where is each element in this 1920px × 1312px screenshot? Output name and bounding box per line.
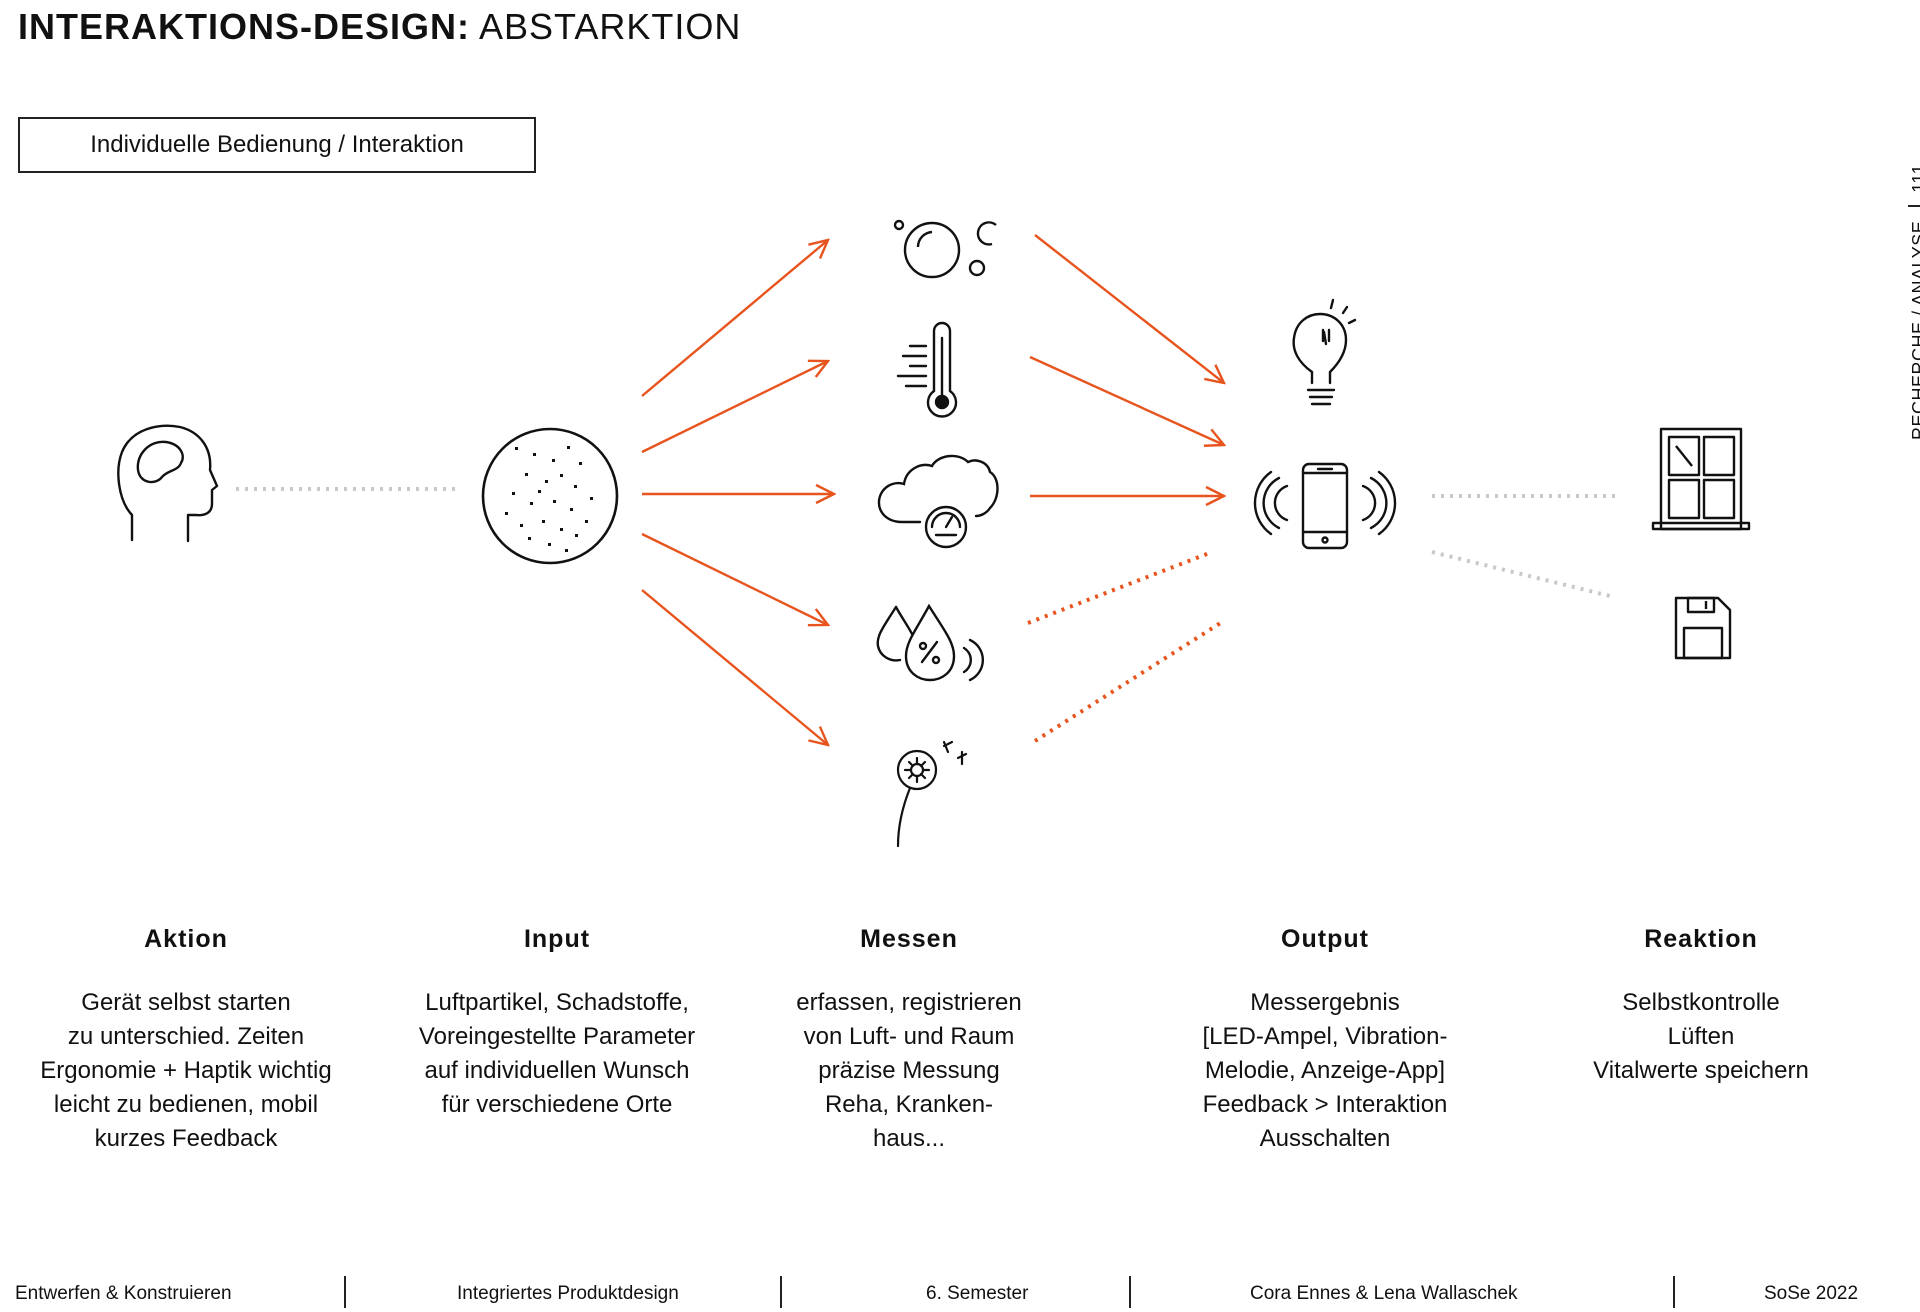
title-light: ABSTARKTION	[479, 6, 742, 47]
column-text: Gerät selbst starten zu unterschied. Zei…	[16, 986, 356, 1156]
column-output: Output Messergebnis [LED-Ampel, Vibratio…	[1155, 925, 1495, 1156]
thermometer-icon	[896, 321, 958, 418]
column-text: erfassen, registrieren von Luft- und Rau…	[739, 986, 1079, 1156]
text-line: Vitalwerte speichern	[1593, 1057, 1809, 1084]
cloud-gauge-icon	[877, 454, 999, 549]
text-line: Reha, Kranken-	[824, 1091, 994, 1118]
column-heading: Reaktion	[1644, 925, 1758, 953]
footer-divider	[780, 1276, 782, 1308]
column-text: Selbstkontrolle Lüften Vitalwerte speich…	[1531, 986, 1871, 1088]
footer-semester: 6. Semester	[926, 1283, 1029, 1304]
messen-arrows	[1029, 234, 1224, 496]
footer-course: Entwerfen & Konstruieren	[15, 1283, 232, 1304]
text-line: auf individuellen Wunsch	[424, 1057, 690, 1084]
light-bulb-icon	[1292, 298, 1357, 406]
reaktion-connectors	[1431, 494, 1615, 598]
bubbles-icon	[893, 219, 997, 279]
dotted-feedback-lines	[1027, 550, 1224, 743]
column-aktion: Aktion Gerät selbst starten zu unterschi…	[16, 925, 356, 1156]
page-title: INTERAKTIONS-DESIGN: ABSTARKTION	[18, 6, 741, 48]
footer-divider	[1129, 1276, 1131, 1308]
text-line: Ausschalten	[1259, 1125, 1391, 1152]
text-line: Melodie, Anzeige-App]	[1204, 1057, 1446, 1084]
section-label: RECHERCHE / ANALYSE	[1908, 220, 1920, 440]
text-line: zu unterschied. Zeiten	[67, 1023, 305, 1050]
footer-authors: Cora Ennes & Lena Wallaschek	[1250, 1283, 1518, 1304]
window-icon	[1651, 427, 1751, 531]
text-line: präzise Messung	[818, 1057, 1000, 1084]
text-line: von Luft- und Raum	[803, 1023, 1015, 1050]
text-line: kurzes Feedback	[94, 1125, 278, 1152]
page-number: 111	[1908, 163, 1920, 193]
column-text: Luftpartikel, Schadstoffe, Voreingestell…	[387, 986, 727, 1122]
title-bold: INTERAKTIONS-DESIGN:	[18, 6, 470, 47]
text-line: Selbstkontrolle	[1622, 989, 1780, 1016]
scope-box-label: Individuelle Bedienung / Interaktion	[90, 131, 464, 158]
footer-divider	[1673, 1276, 1675, 1308]
column-heading: Input	[523, 925, 591, 953]
vibrating-phone-icon	[1253, 462, 1397, 550]
input-arrows	[641, 240, 834, 745]
footer-divider	[344, 1276, 346, 1308]
footer-program: Integriertes Produktdesign	[457, 1283, 679, 1304]
column-reaktion: Reaktion Selbstkontrolle Lüften Vitalwer…	[1531, 925, 1871, 1088]
text-line: Feedback > Interaktion	[1202, 1091, 1448, 1118]
footer-term: SoSe 2022	[1764, 1283, 1859, 1304]
text-line: haus...	[872, 1125, 946, 1152]
text-line: Luftpartikel, Schadstoffe,	[425, 989, 689, 1016]
text-line: Messergebnis	[1250, 989, 1400, 1016]
column-messen: Messen erfassen, registrieren von Luft- …	[739, 925, 1079, 1156]
text-line: für verschiedene Orte	[441, 1091, 673, 1118]
text-line: Ergonomie + Haptik wichtig	[40, 1057, 332, 1084]
text-line: Lüften	[1667, 1023, 1735, 1050]
dandelion-icon	[896, 740, 968, 848]
text-line: Voreingestellte Parameter	[418, 1023, 696, 1050]
floppy-disk-icon	[1674, 596, 1732, 660]
text-line: [LED-Ampel, Vibration-	[1202, 1023, 1448, 1050]
text-line: erfassen, registrieren	[796, 989, 1022, 1016]
column-heading: Output	[1281, 925, 1369, 953]
column-input: Input Luftpartikel, Schadstoffe, Voreing…	[387, 925, 727, 1122]
side-label: RECHERCHE / ANALYSE 111	[1908, 164, 1920, 440]
column-heading: Messen	[860, 925, 958, 953]
head-brain-icon	[117, 424, 219, 543]
column-heading: Aktion	[144, 925, 228, 953]
column-text: Messergebnis [LED-Ampel, Vibration- Melo…	[1155, 986, 1495, 1156]
humidity-drops-icon	[876, 603, 984, 682]
scope-box: Individuelle Bedienung / Interaktion	[18, 117, 536, 173]
particle-circle-icon	[481, 427, 619, 565]
side-divider	[1908, 204, 1920, 207]
text-line: Gerät selbst starten	[81, 989, 291, 1016]
text-line: leicht zu bedienen, mobil	[53, 1091, 319, 1118]
